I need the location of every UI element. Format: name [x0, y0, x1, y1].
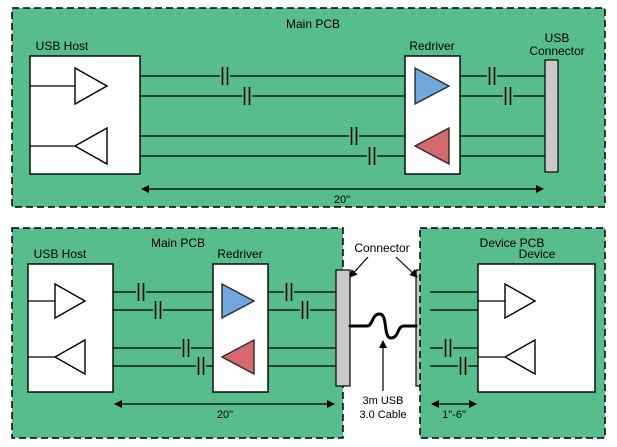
capacitor-icon: [135, 282, 147, 302]
redriver-rx-buffer-icon: [413, 126, 450, 166]
host-tx-buffer-icon: [54, 282, 87, 320]
redriver-tx-buffer-icon: [221, 282, 256, 320]
host-rx-buffer-icon: [53, 338, 86, 376]
capacitor-icon: [283, 282, 295, 302]
bottom-main-pcb-panel: Main PCB USB Host Redriver 20": [11, 227, 344, 439]
redriver-rx-buffer-icon: [220, 338, 255, 376]
bottom-usb-host-label: USB Host: [34, 247, 87, 261]
device-rx-buffer-icon: [504, 282, 537, 320]
connector-callout-label: Connector: [354, 241, 409, 255]
host-rx-buffer-icon: [73, 126, 108, 166]
top-usb-connector-bar: [544, 59, 559, 173]
capacitor-icon: [442, 338, 454, 358]
capacitor-icon: [219, 66, 231, 86]
bottom-usb-host-box: [27, 263, 114, 393]
bottom-left-dimension-label: 20": [217, 409, 233, 421]
capacitor-icon: [486, 66, 498, 86]
device-pcb-panel: Device PCB Device 1"-6": [419, 227, 606, 439]
capacitor-icon: [348, 126, 360, 146]
bottom-left-panel-title: Main PCB: [151, 236, 205, 250]
host-tx-buffer-icon: [74, 66, 109, 106]
capacitor-icon: [180, 338, 192, 358]
cable-label-line1: 3m USB: [363, 395, 404, 407]
capacitor-icon: [457, 356, 469, 376]
board-to-board-interconnect: Connector 3m USB 3.0 Cable: [335, 241, 431, 421]
connector-callout-arrow-left: [349, 256, 369, 278]
capacitor-icon: [241, 86, 253, 106]
device-box: [477, 263, 596, 393]
capacitor-icon: [195, 356, 207, 376]
bottom-redriver-box: [212, 263, 269, 393]
top-usb-host-label: USB Host: [36, 39, 89, 53]
capacitor-icon: [299, 300, 311, 320]
capacitor-icon: [152, 300, 164, 320]
capacitor-icon: [366, 146, 378, 166]
redriver-tx-buffer-icon: [414, 66, 451, 106]
device-tx-buffer-icon: [503, 338, 536, 376]
cable-label-line2: 3.0 Cable: [359, 409, 406, 421]
device-dimension-label: 1"-6": [442, 409, 466, 421]
top-dimension-label: 20": [334, 194, 350, 206]
top-usb-connector-label-line1: USB: [545, 31, 570, 45]
device-panel-title: Device PCB: [480, 236, 545, 250]
left-board-connector-bar: [335, 269, 351, 387]
connector-callout-arrow-right: [395, 256, 418, 278]
usb-cable-squiggle: [348, 312, 418, 340]
device-label: Device: [519, 247, 556, 261]
top-redriver-label: Redriver: [409, 39, 454, 53]
capacitor-icon: [502, 86, 514, 106]
bottom-redriver-label: Redriver: [217, 247, 262, 261]
top-main-pcb-panel: Main PCB USB Host Redriver USB Connect: [11, 7, 606, 208]
top-redriver-box: [404, 55, 461, 175]
top-panel-title: Main PCB: [286, 17, 340, 31]
top-usb-connector-label-line2: Connector: [529, 44, 584, 58]
